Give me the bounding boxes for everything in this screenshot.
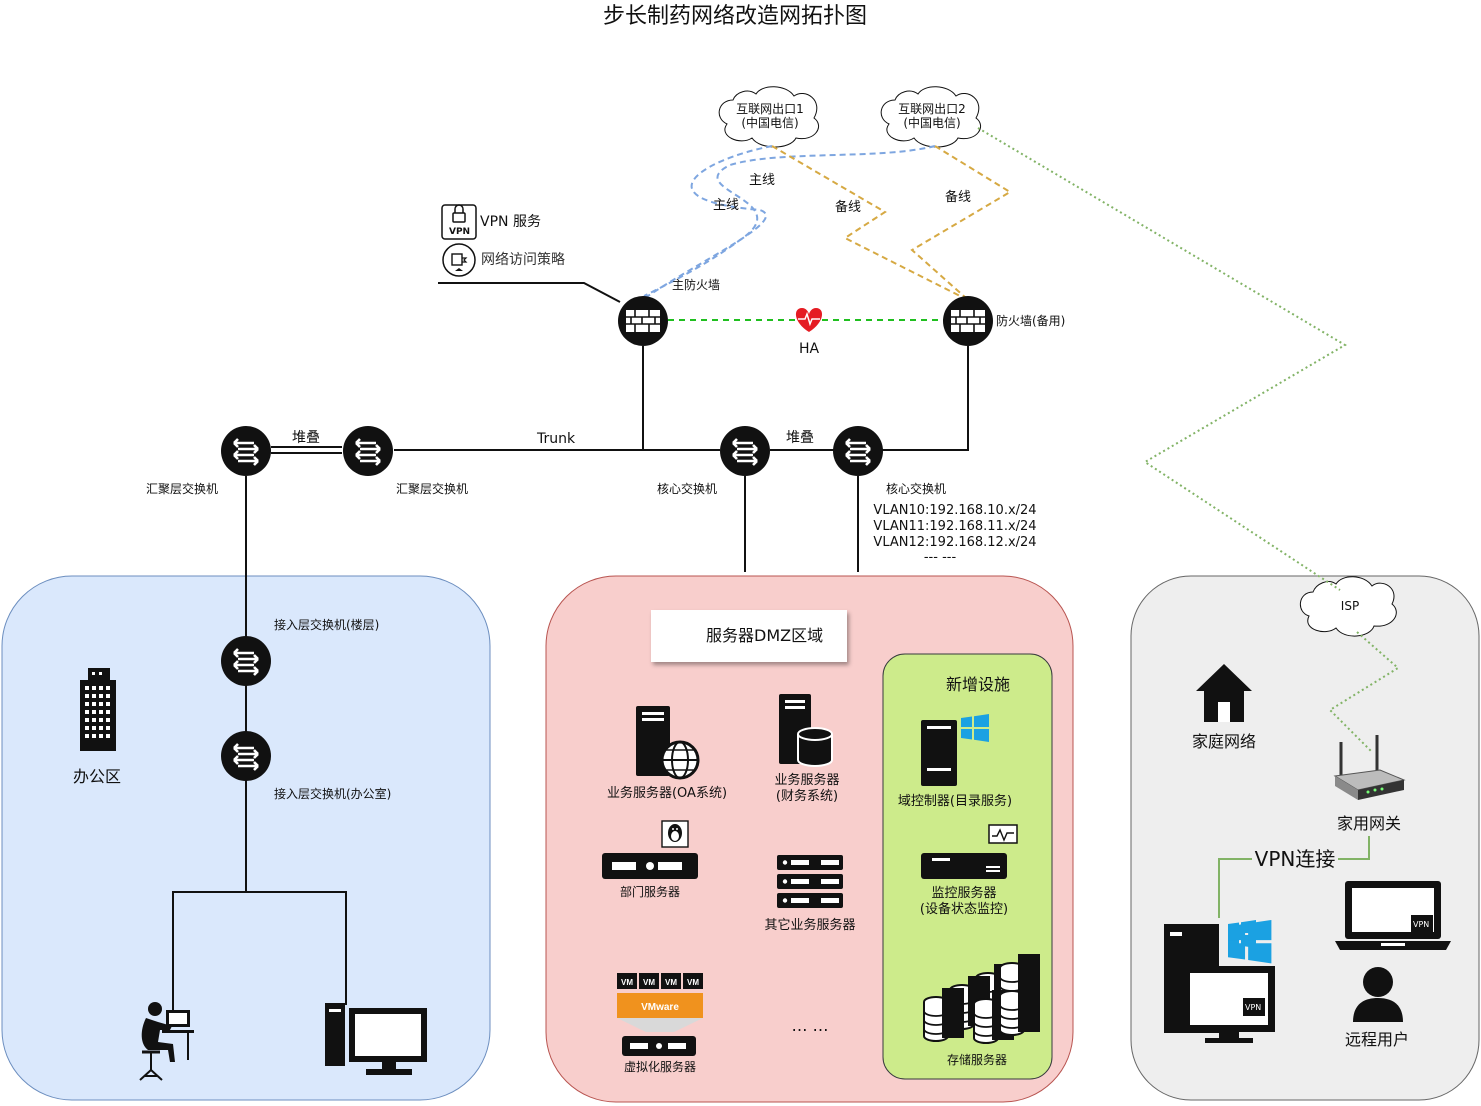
core-switch-1-icon[interactable] (720, 426, 770, 476)
agg-switch-1-icon[interactable] (221, 426, 271, 476)
vpn-service-icon (441, 204, 477, 240)
oa-server-icon (636, 706, 700, 780)
vm-chip-3: VM (665, 978, 677, 987)
trunk-label: Trunk (536, 431, 576, 447)
home-desktop-pc-icon (1164, 920, 1275, 1043)
home-isp-cloud (1300, 576, 1397, 637)
backup-firewall-icon[interactable] (943, 296, 993, 346)
finance-server-icon (779, 694, 833, 767)
ha-label: HA (798, 341, 820, 357)
dmz-title: 服务器DMZ区域 (706, 626, 824, 645)
monitor-server-label-2: (设备状态监控) (919, 902, 1009, 917)
agg-switch-2-icon[interactable] (343, 426, 393, 476)
remote-user-icon (1353, 967, 1403, 1022)
backup-link-1-label: 备线 (835, 200, 862, 215)
monitor-chart-icon (988, 824, 1018, 844)
laptop-vpn-badge: VPN (1413, 920, 1430, 929)
dmz-title-box (651, 610, 847, 662)
isp-exit2-label-2: (中国电信) (903, 116, 961, 130)
access-switch-office-label: 接入层交换机(办公室) (274, 787, 392, 801)
main-link-2 (643, 145, 936, 297)
vm-chip-4: VM (687, 978, 699, 987)
office-building-icon (80, 668, 116, 751)
monitor-server-label-1: 监控服务器 (931, 886, 997, 901)
oa-server-label: 业务服务器(OA系统) (606, 786, 728, 801)
virtual-server-label: 虚拟化服务器 (623, 1060, 697, 1074)
desktop-vpn-badge: VPN (1245, 1003, 1262, 1012)
other-servers-rack-icon (777, 855, 843, 908)
main-link-1 (641, 145, 773, 301)
home-router-icon (1333, 735, 1406, 800)
office-user-icon (139, 1002, 194, 1081)
access-policy-label: 网络访问策略 (481, 252, 565, 268)
vmware-host-icon (617, 973, 703, 1056)
vmware-label: VMware (641, 1002, 679, 1013)
stack-left-label: 堆叠 (292, 430, 320, 446)
vlan-more: --- --- (923, 550, 957, 565)
home-isp-label: ISP (1340, 599, 1360, 613)
core-switch-1-label: 核心交换机 (656, 482, 718, 496)
finance-server-label-2: (财务系统) (775, 789, 839, 804)
access-switch-office-icon[interactable] (221, 731, 271, 781)
remote-laptop-icon (1335, 881, 1451, 950)
vlan-10: VLAN10:192.168.10.x/24 (873, 503, 1037, 518)
vlan-12: VLAN12:192.168.12.x/24 (873, 535, 1037, 550)
access-policy-icon (442, 243, 476, 277)
isp-exit1-label-2: (中国电信) (741, 116, 799, 130)
linux-penguin-icon (661, 820, 689, 848)
other-servers-label: 其它业务服务器 (764, 918, 856, 933)
isp-exit1-label-1: 互联网出口1 (736, 102, 804, 116)
vpn-connection-label: VPN连接 (1254, 847, 1336, 871)
main-link-1-label: 主线 (749, 173, 776, 188)
access-switch-floor-icon[interactable] (221, 636, 271, 686)
access-switch-floor-label: 接入层交换机(楼层) (274, 618, 380, 632)
vlan-11: VLAN11:192.168.11.x/24 (873, 519, 1037, 534)
diagram-title: 步长制药网络改造网拓扑图 (602, 4, 868, 29)
monitor-server-icon (921, 853, 1007, 879)
dmz-more-ellipsis: … … (791, 1016, 829, 1035)
main-link-2-label: 主线 (713, 198, 740, 213)
vpn-service-label: VPN 服务 (480, 214, 541, 230)
vm-chip-2: VM (643, 978, 655, 987)
remote-user-label: 远程用户 (1344, 1030, 1410, 1049)
backup-link-2 (910, 145, 1012, 299)
dept-server-icon (602, 853, 698, 879)
storage-server-label: 存储服务器 (946, 1053, 1008, 1067)
home-gateway-label: 家用网关 (1336, 814, 1402, 833)
new-facilities-title: 新增设施 (945, 675, 1011, 694)
vpn-badge-label: VPN (449, 227, 471, 237)
home-house-icon (1196, 664, 1252, 722)
isp-exit2-label-1: 互联网出口2 (898, 102, 966, 116)
isp-exit1-cloud (718, 86, 819, 148)
agg-switch-2-label: 汇聚层交换机 (395, 482, 469, 496)
backup-link-1 (771, 145, 969, 301)
dmz-badge-label: DMZ (670, 631, 684, 638)
ha-heart-icon (795, 308, 823, 332)
office-desktop-pc-icon (325, 1003, 427, 1075)
agg-switch-1-label: 汇聚层交换机 (145, 482, 219, 496)
domain-controller-label: 域控制器(目录服务) (897, 794, 1013, 809)
backup-link-2-label: 备线 (945, 190, 972, 205)
vpn-link-right (1338, 836, 1370, 860)
domain-controller-icon (921, 714, 989, 786)
stack-right-label: 堆叠 (786, 430, 814, 446)
home-network-label: 家庭网络 (1191, 732, 1257, 751)
vm-chip-1: VM (621, 978, 633, 987)
office-zone-label: 办公区 (72, 767, 122, 786)
finance-server-label-1: 业务服务器 (774, 773, 840, 788)
main-firewall-label: 主防火墙 (672, 278, 721, 292)
main-firewall-icon[interactable] (618, 296, 668, 346)
backup-firewall-label: 防火墙(备用) (996, 314, 1066, 328)
dept-server-label: 部门服务器 (619, 885, 681, 899)
wired-links (172, 282, 969, 1020)
core-switch-2-label: 核心交换机 (885, 482, 947, 496)
vpn-link-left (1218, 858, 1252, 918)
core-switch-2-icon[interactable] (833, 426, 883, 476)
isp-exit2-cloud (880, 86, 981, 148)
